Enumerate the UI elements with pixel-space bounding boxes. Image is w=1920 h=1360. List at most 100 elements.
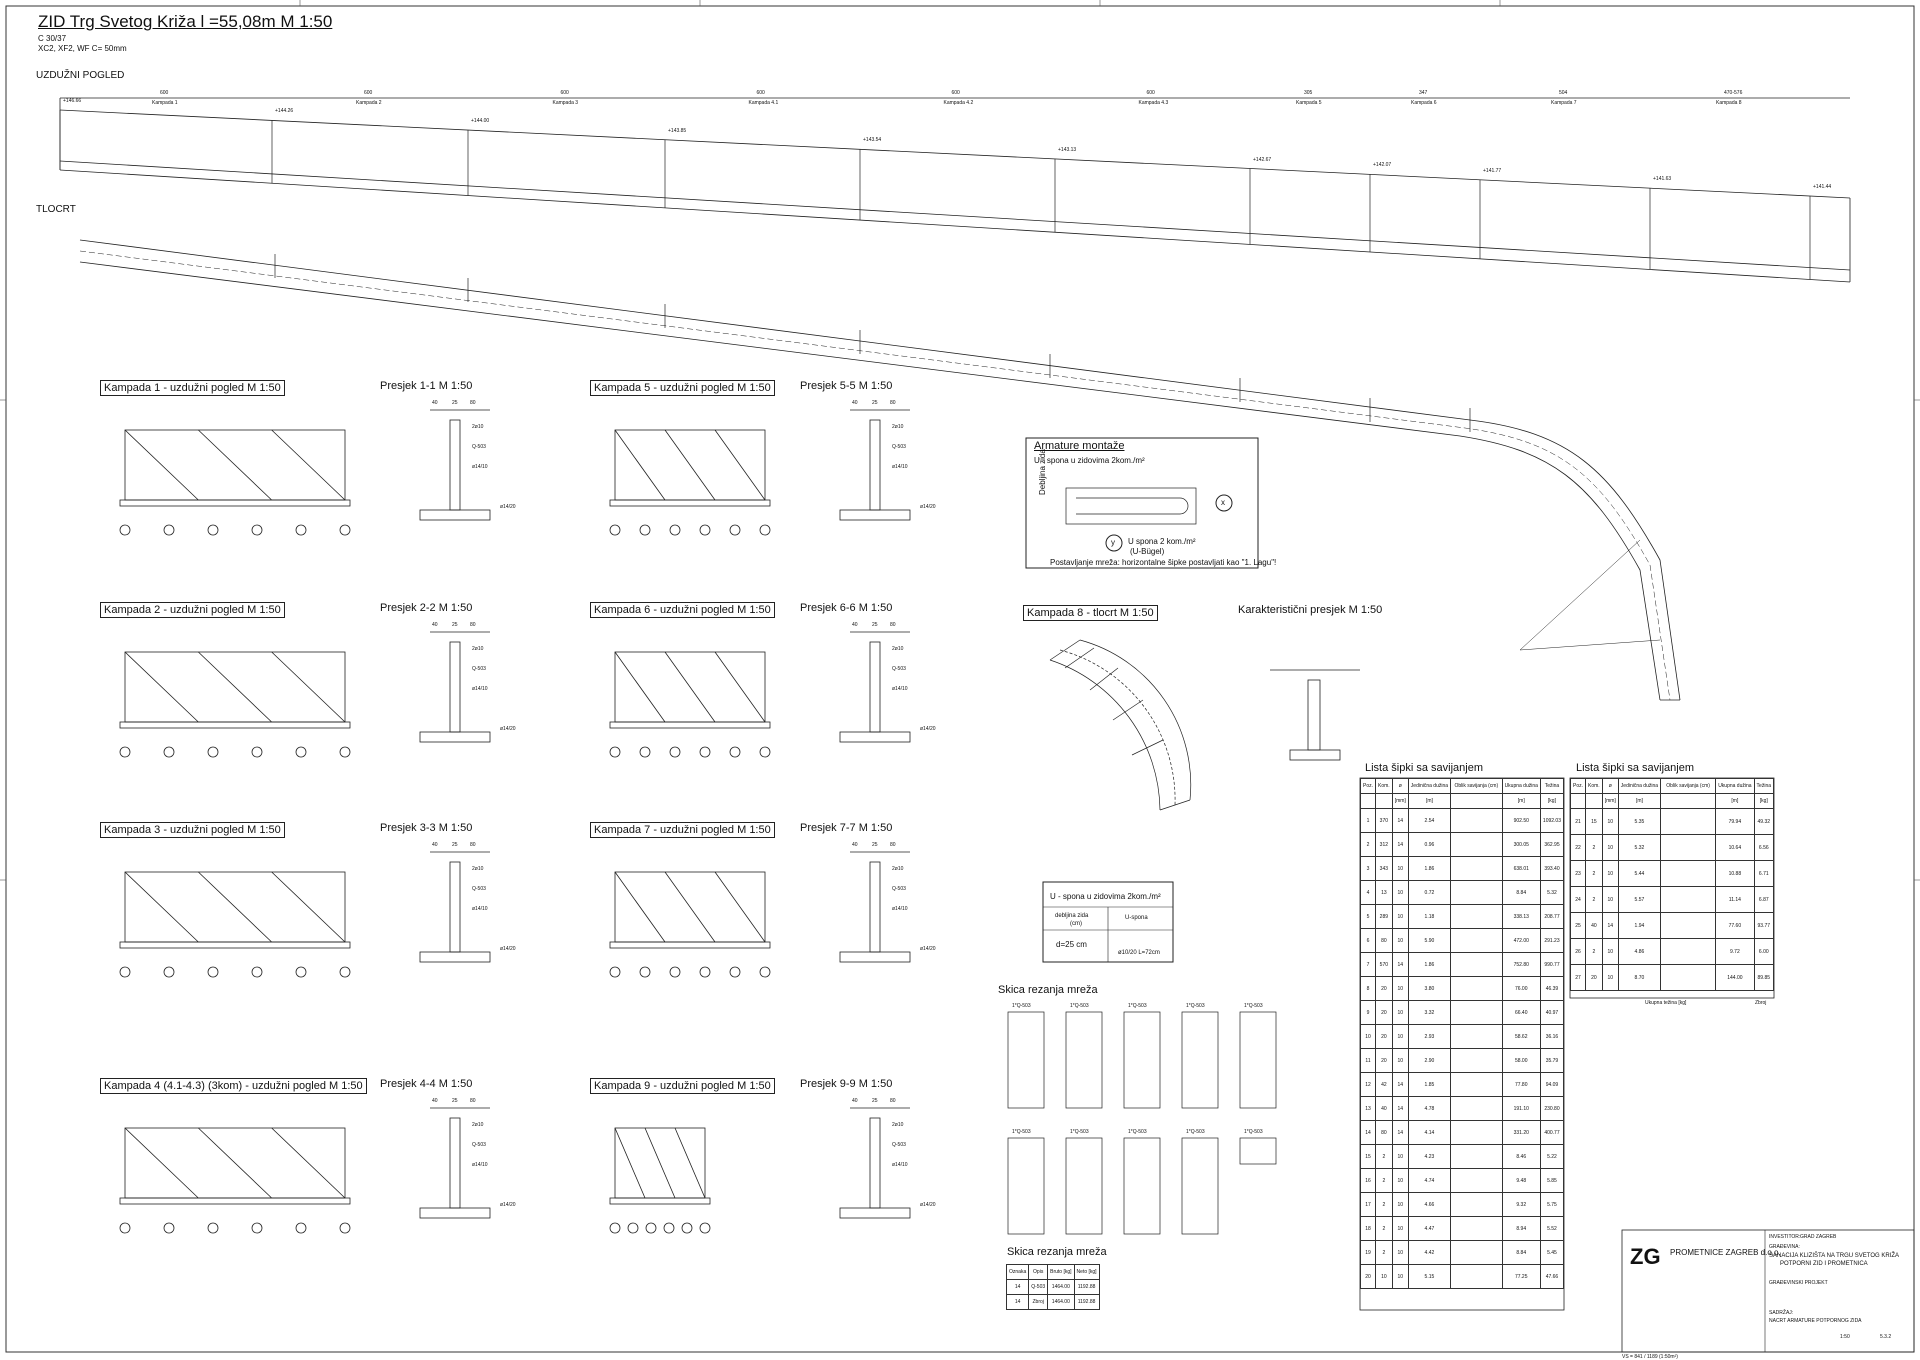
bar-list-cell: 10 xyxy=(1601,808,1619,835)
bar-list-cell: 4.74 xyxy=(1407,1168,1452,1193)
section-footing xyxy=(419,731,491,743)
rebar-marker xyxy=(759,746,771,758)
section-dim: 80 xyxy=(470,1098,476,1104)
rebar-marker xyxy=(207,524,219,536)
bar-list-cell: 8.84 xyxy=(1501,1240,1541,1265)
rebar-label: ø14/20 xyxy=(500,1202,516,1208)
bar-list-cell: 400.77 xyxy=(1539,1120,1565,1145)
bar-list-cell: 393.40 xyxy=(1539,856,1565,881)
rebar-marker xyxy=(609,746,621,758)
company-logo: ZG xyxy=(1630,1244,1661,1269)
rebar-label: ø14/20 xyxy=(500,726,516,732)
rebar-label: 2ø10 xyxy=(472,866,484,872)
section-dim: 25 xyxy=(452,842,458,848)
bar-list-cell: 2.90 xyxy=(1407,1048,1452,1073)
plan-outer-edge xyxy=(79,239,1681,701)
rebar-marker xyxy=(627,1222,639,1234)
bar-list-unit xyxy=(1359,793,1377,809)
wall-footing xyxy=(609,1197,711,1205)
bar-list-cell xyxy=(1660,808,1717,835)
bar-list-cell: 40 xyxy=(1585,912,1603,939)
bar-list-header: Težina xyxy=(1539,778,1565,794)
bar-list-header: Jedinična dužina xyxy=(1407,778,1452,794)
bar-list-cell: 2 xyxy=(1375,1192,1393,1217)
bar-list-unit-row: [mm][m][m][kg] xyxy=(1569,793,1775,809)
bar-list-title-left: Lista šipki sa savijanjem xyxy=(1365,762,1483,774)
mesh-sheet xyxy=(1065,1011,1103,1109)
mesh-diagonal xyxy=(644,1127,676,1199)
campaign-label: Kampada 4.1 xyxy=(748,100,779,106)
section-footing xyxy=(419,1207,491,1219)
section-dim: 80 xyxy=(890,622,896,628)
campaign-length: 600 xyxy=(951,90,960,96)
bar-list-unit xyxy=(1660,793,1717,809)
rebar-marker xyxy=(251,746,263,758)
mesh-diagonal xyxy=(198,1127,272,1199)
elevation-level: +142.67 xyxy=(1253,156,1272,163)
mesh-sheet xyxy=(1239,1137,1277,1165)
section-title: Presjek 9-9 M 1:50 xyxy=(800,1078,893,1090)
mesh-label: 1*Q-503 xyxy=(1186,1129,1205,1135)
section-title: Presjek 1-1 M 1:50 xyxy=(380,380,473,392)
mesh-h-neto: Neto [kg] xyxy=(1073,1264,1100,1280)
bar-list-cell: 10 xyxy=(1391,1168,1409,1193)
campaign-label: Kampada 4.2 xyxy=(943,100,974,106)
company-name: PROMETNICE ZAGREB d.o.o. xyxy=(1670,1248,1781,1257)
mesh-diagonal xyxy=(124,871,199,943)
bar-list-cell: 80 xyxy=(1375,1120,1393,1145)
bar-list-cell: 77.60 xyxy=(1715,912,1755,939)
bar-list-cell: 16 xyxy=(1359,1168,1377,1193)
rebar-label: ø14/20 xyxy=(500,946,516,952)
detail-view-title: Kampada 4 (4.1-4.3) (3kom) - uzdužni pog… xyxy=(100,1078,367,1094)
bar-list-cell xyxy=(1660,886,1717,913)
mesh-diagonal xyxy=(714,429,766,501)
rebar-marker xyxy=(639,746,651,758)
mesh-diagonal xyxy=(674,1127,706,1199)
section-footing xyxy=(839,1207,911,1219)
rebar-marker xyxy=(759,966,771,978)
mesh-sheet xyxy=(1181,1137,1219,1235)
bar-list-cell xyxy=(1450,1096,1503,1121)
bar-list-cell: 22 xyxy=(1569,834,1587,861)
mesh-diagonal xyxy=(664,651,716,723)
bar-list-cell: 4.47 xyxy=(1407,1216,1452,1241)
bar-list-cell: 9.72 xyxy=(1715,938,1755,965)
campaign-label: Kampada 8 xyxy=(1716,100,1742,106)
bar-list-cell: 902.50 xyxy=(1501,808,1541,833)
title-block-frame xyxy=(1621,1229,1915,1353)
bar-list-cell: 76.00 xyxy=(1501,976,1541,1001)
mesh-sheet xyxy=(1007,1137,1045,1235)
section-dim: 40 xyxy=(852,622,858,628)
bar-list-cell xyxy=(1450,1168,1503,1193)
bar-list-unit: [m] xyxy=(1617,793,1662,809)
drawing-title: ZID Trg Svetog Križa l =55,08m M 1:50 xyxy=(38,12,333,31)
rebar-label: ø14/20 xyxy=(920,726,936,732)
bar-list-cell: 6 xyxy=(1359,928,1377,953)
mesh-h-bruto: Bruto [kg] xyxy=(1047,1264,1075,1280)
wall-footing xyxy=(609,499,771,507)
bar-list-cell: 6.00 xyxy=(1753,938,1775,965)
bar-list-cell: 2.93 xyxy=(1407,1024,1452,1049)
rebar-marker xyxy=(207,966,219,978)
rebar-marker xyxy=(251,1222,263,1234)
section-dim: 40 xyxy=(852,1098,858,1104)
bar-list-cell: 10 xyxy=(1359,1024,1377,1049)
campaign-length: 600 xyxy=(364,90,373,96)
rebar-label: ø14/20 xyxy=(920,946,936,952)
mesh-label: 1*Q-503 xyxy=(1012,1129,1031,1135)
mesh-diagonal xyxy=(271,429,346,501)
mesh-diagonal xyxy=(271,1127,346,1199)
mesh-sheet xyxy=(1181,1011,1219,1109)
rebar-marker xyxy=(295,1222,307,1234)
rebar-marker xyxy=(609,966,621,978)
section-wall xyxy=(449,861,461,953)
bar-list-cell: 66.40 xyxy=(1501,1000,1541,1025)
bar-list-cell: 338.13 xyxy=(1501,904,1541,929)
bar-list-cell: 36.16 xyxy=(1539,1024,1565,1049)
grid-ticks xyxy=(0,0,1920,881)
